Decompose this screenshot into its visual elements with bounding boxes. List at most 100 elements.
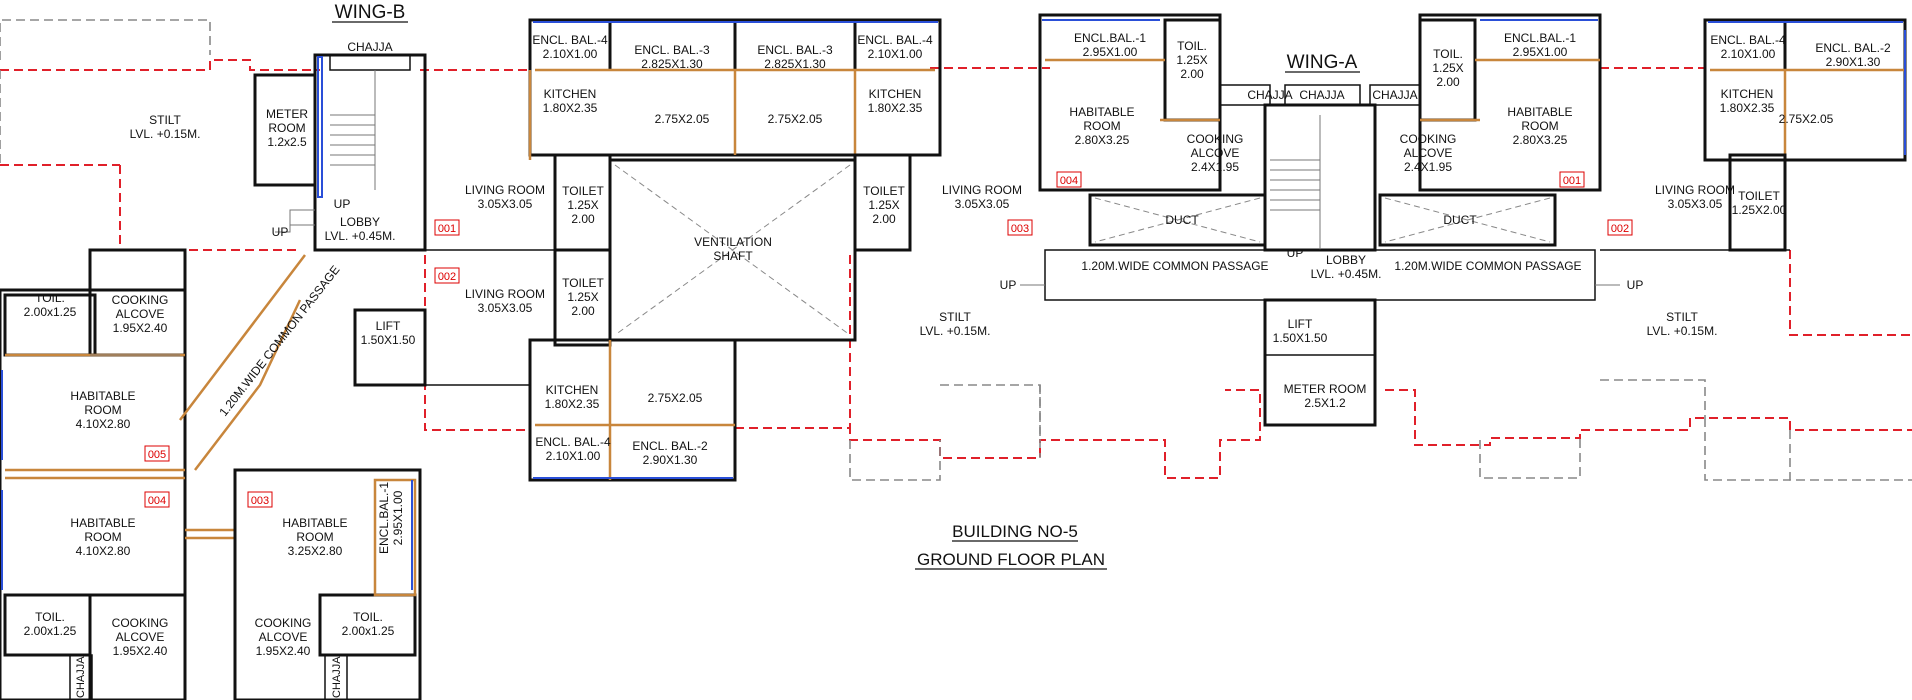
label-encl2-ar-line: 2.90X1.30 bbox=[1826, 55, 1881, 69]
label-toil-b2: TOIL.2.00x1.25 bbox=[24, 610, 77, 638]
wing-b-central-units bbox=[425, 18, 942, 482]
room-bt1: 2.75X2.05 bbox=[655, 112, 710, 126]
label-toil-b1-line: TOIL. bbox=[35, 291, 65, 305]
label-toilet-b2-line: TOILET bbox=[562, 276, 604, 290]
label-encl3-bt2-line: 2.825X1.30 bbox=[764, 57, 826, 71]
label-toilet-b1-line: 2.00 bbox=[571, 212, 595, 226]
label-encl2-bb-line: ENCL. BAL.-2 bbox=[632, 439, 708, 453]
label-toil-b3-line: TOIL. bbox=[353, 610, 383, 624]
label-encl4-ar-line: ENCL. BAL.-4 bbox=[1710, 33, 1786, 47]
label-cook-b1-line: 1.95X2.40 bbox=[113, 321, 168, 335]
wing-a-core bbox=[1020, 103, 1620, 427]
label-liv-b3-line: LIVING ROOM bbox=[942, 183, 1022, 197]
label-liv-b2-line: LIVING ROOM bbox=[465, 287, 545, 301]
up-label-a2: UP bbox=[1000, 278, 1017, 292]
label-hab-b1-line: 4.10X2.80 bbox=[76, 417, 131, 431]
label-lift-b-line: 1.50X1.50 bbox=[361, 333, 416, 347]
label-toilet-b2-line: 1.25X bbox=[567, 290, 598, 304]
label-lift-a-line: LIFT bbox=[1288, 317, 1313, 331]
unit-tag-a003: 003 bbox=[1011, 223, 1029, 235]
label-encl1-a1-line: 2.95X1.00 bbox=[1083, 45, 1138, 59]
label-encl1-a2-line: ENCL.BAL.-1 bbox=[1504, 31, 1576, 45]
label-kit-bt1-line: KITCHEN bbox=[544, 87, 597, 101]
label-toil-a2-line: 2.00 bbox=[1436, 75, 1460, 89]
label-stilt-e-line: LVL. +0.15M. bbox=[1647, 324, 1718, 338]
label-cook-a2-line: COOKING bbox=[1400, 132, 1457, 146]
label-lobby-a-line: LVL. +0.45M. bbox=[1311, 267, 1382, 281]
label-hab-b2-line: 4.10X2.80 bbox=[76, 544, 131, 558]
unit-tag-b004: 004 bbox=[148, 495, 166, 507]
label-encl2-bb-line: 2.90X1.30 bbox=[643, 453, 698, 467]
label-vent-line: VENTILATION bbox=[694, 235, 772, 249]
label-hab-b3-line: ROOM bbox=[296, 530, 333, 544]
label-hab-b1-line: ROOM bbox=[84, 403, 121, 417]
label-toilet-b1-line: TOILET bbox=[562, 184, 604, 198]
label-stilt-nw-line: LVL. +0.15M. bbox=[130, 127, 201, 141]
label-toil-b1-line: 2.00x1.25 bbox=[24, 305, 77, 319]
building-title: BUILDING NO-5 bbox=[952, 522, 1078, 541]
label-encl3-bt1-line: 2.825X1.30 bbox=[641, 57, 703, 71]
label-lobby-b-line: LVL. +0.45M. bbox=[325, 229, 396, 243]
label-cook-b2-line: ALCOVE bbox=[116, 630, 165, 644]
label-toilet-b3-line: 2.00 bbox=[872, 212, 896, 226]
label-toilet-b2-line: 2.00 bbox=[571, 304, 595, 318]
up-label-b1: UP bbox=[272, 225, 289, 239]
plan-title: GROUND FLOOR PLAN bbox=[917, 550, 1105, 569]
label-hab-b2-line: ROOM bbox=[84, 530, 121, 544]
label-encl1-a2-line: 2.95X1.00 bbox=[1513, 45, 1568, 59]
unit-tag-b002: 002 bbox=[438, 271, 456, 283]
label-toil-b3-line: 2.00x1.25 bbox=[342, 624, 395, 638]
label-toil-a2-line: TOIL. bbox=[1433, 47, 1463, 61]
label-toilet-ar-line: 1.25X2.00 bbox=[1732, 203, 1787, 217]
label-cook-b2-line: 1.95X2.40 bbox=[113, 644, 168, 658]
up-label-b2: UP bbox=[334, 197, 351, 211]
label-cook-b3-line: ALCOVE bbox=[259, 630, 308, 644]
label-hab-a2-line: HABITABLE bbox=[1507, 105, 1572, 119]
label-lobby-b-line: LOBBY bbox=[340, 215, 380, 229]
label-encl4-bt2-line: 2.10X1.00 bbox=[868, 47, 923, 61]
label-encl4-bb-line: ENCL. BAL.-4 bbox=[535, 435, 611, 449]
label-encl4-ar-line: 2.10X1.00 bbox=[1721, 47, 1776, 61]
label-encl-b1-line: ENCL.BAL.-1 bbox=[377, 482, 391, 554]
room-bt2: 2.75X2.05 bbox=[768, 112, 823, 126]
label-vent-line: SHAFT bbox=[713, 249, 753, 263]
unit-tags: 001 002 003 004 005 001 002 003 004 bbox=[144, 171, 1633, 508]
label-toil-b2-line: 2.00x1.25 bbox=[24, 624, 77, 638]
unit-tag-a004: 004 bbox=[1060, 175, 1078, 187]
label-liv-b3-line: 3.05X3.05 bbox=[955, 197, 1010, 211]
duct-a1: DUCT bbox=[1165, 213, 1199, 227]
label-toilet-b1-line: 1.25X bbox=[567, 198, 598, 212]
label-cook-a2-line: ALCOVE bbox=[1404, 146, 1453, 160]
label-toilet-b3-line: TOILET bbox=[863, 184, 905, 198]
label-cook-b1-line: ALCOVE bbox=[116, 307, 165, 321]
label-kit-ar-line: 1.80X2.35 bbox=[1720, 101, 1775, 115]
passage-b: 1.20M.WIDE COMMON PASSAGE bbox=[216, 263, 342, 419]
passage-a2: 1.20M.WIDE COMMON PASSAGE bbox=[1394, 259, 1581, 273]
label-toil-a1-line: TOIL. bbox=[1177, 39, 1207, 53]
